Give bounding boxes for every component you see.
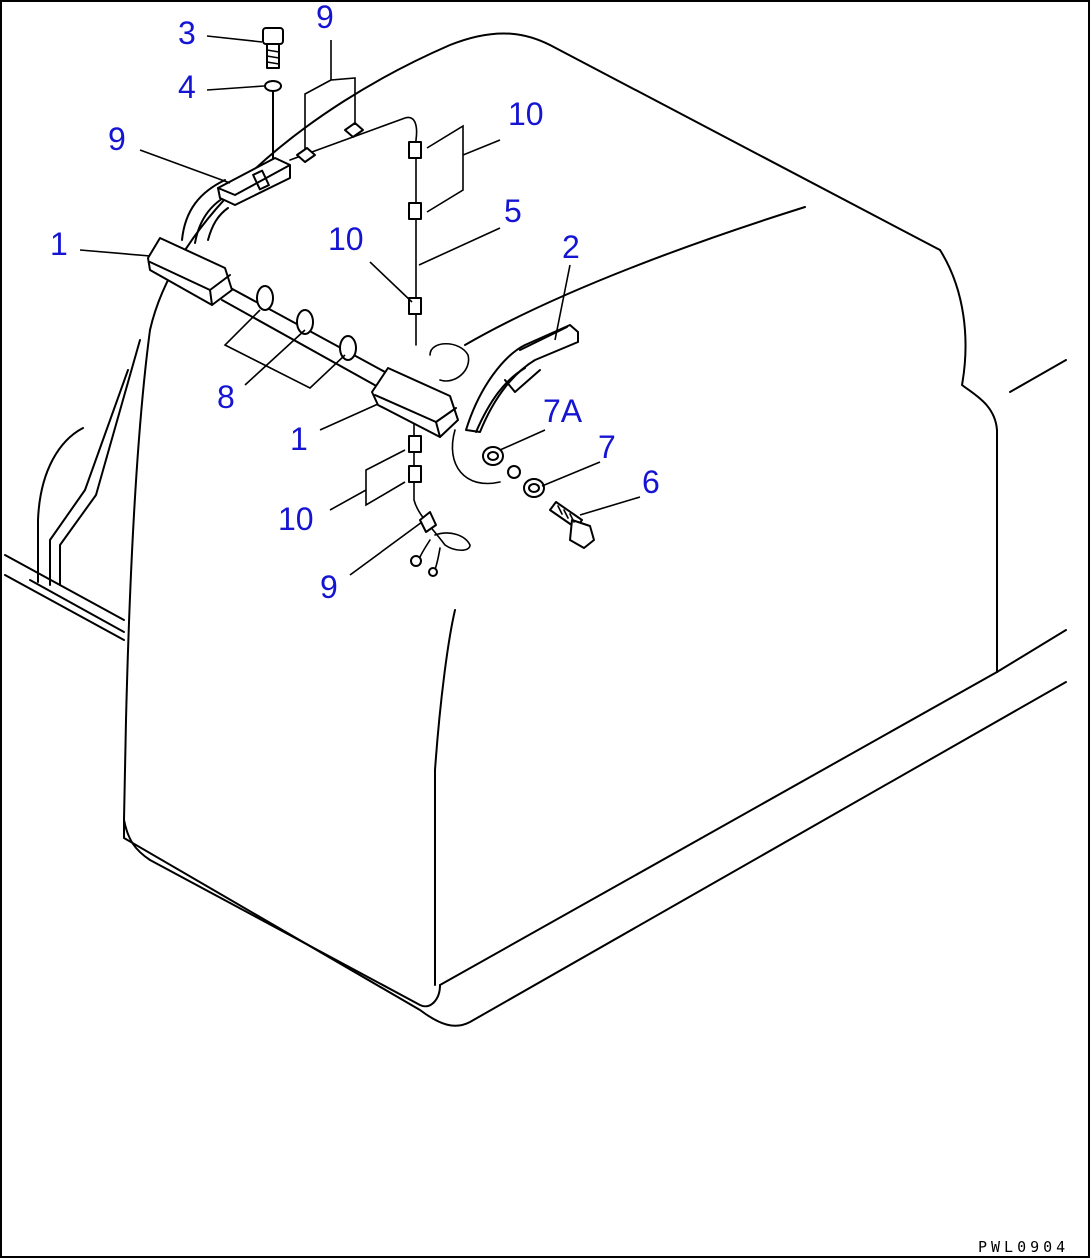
wire-harness bbox=[181, 116, 501, 576]
bolt-3 bbox=[262, 27, 284, 69]
leader-lines bbox=[79, 35, 641, 576]
callout-3: 3 bbox=[178, 15, 196, 51]
clamp-8c bbox=[339, 335, 357, 361]
callout-9-lower: 9 bbox=[320, 569, 338, 605]
callout-1-right: 1 bbox=[290, 421, 308, 457]
callout-6: 6 bbox=[642, 464, 660, 500]
callout-10-middle: 10 bbox=[328, 221, 364, 257]
bracket-9-left bbox=[217, 157, 291, 206]
work-lamp-left bbox=[147, 237, 233, 306]
cab-body bbox=[4, 32, 1067, 1027]
callout-10-top: 10 bbox=[508, 96, 544, 132]
washer-7 bbox=[507, 465, 545, 498]
callout-2: 2 bbox=[562, 229, 580, 265]
callout-10-lower: 10 bbox=[278, 501, 314, 537]
callout-1-left: 1 bbox=[50, 226, 68, 262]
callout-4: 4 bbox=[178, 69, 196, 105]
callouts: 3 4 9 9 10 5 10 1 2 8 7A 1 7 6 10 9 bbox=[50, 0, 660, 605]
bolt-6 bbox=[549, 501, 595, 549]
washer-7a bbox=[482, 446, 504, 466]
clamp-8b bbox=[296, 309, 314, 335]
lamp-bar bbox=[221, 284, 386, 389]
clip-9-lower bbox=[410, 511, 438, 577]
washer-4 bbox=[264, 80, 282, 92]
callout-9-left: 9 bbox=[108, 121, 126, 157]
clips-9-top bbox=[296, 122, 364, 163]
callout-9-top: 9 bbox=[316, 0, 334, 35]
clips-10 bbox=[408, 141, 422, 483]
clamp-8a bbox=[256, 285, 274, 311]
callout-8: 8 bbox=[217, 379, 235, 415]
callout-7a: 7A bbox=[543, 393, 583, 429]
callout-7: 7 bbox=[598, 429, 616, 465]
drawing-code: PWL0904 bbox=[978, 1238, 1069, 1256]
work-lamp-right bbox=[371, 367, 459, 438]
callout-5: 5 bbox=[504, 193, 522, 229]
bracket-2 bbox=[465, 324, 579, 433]
